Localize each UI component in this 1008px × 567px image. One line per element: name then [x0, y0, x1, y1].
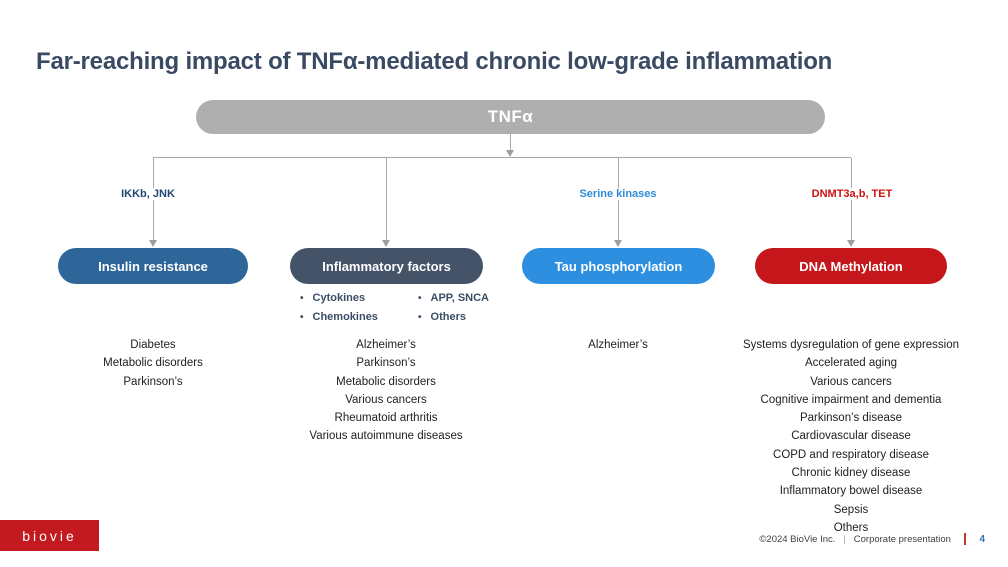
list-item: Accelerated aging — [804, 357, 898, 370]
biovie-logo-text: biovie — [22, 527, 77, 544]
branch2-connector-line — [386, 158, 387, 240]
list-item: Various cancers — [810, 375, 892, 388]
list-item: Diabetes — [130, 339, 176, 351]
list-item: Cytokines — [300, 289, 402, 308]
list-item: Parkinson’s — [356, 357, 416, 370]
branch3-arrowhead-icon — [614, 240, 622, 247]
outcomes-tau-phosphorylation: Alzheimer’s — [498, 336, 738, 354]
sub-bullet-column: APP, SNCAOthers — [418, 289, 489, 327]
list-item: COPD and respiratory disease — [773, 448, 929, 461]
inflammatory-factors-sub-bullets: CytokinesChemokines APP, SNCAOthers — [300, 289, 489, 327]
outcomes-dna-methylation: Systems dysregulation of gene expression… — [706, 336, 996, 537]
node-inflammatory-factors: Inflammatory factors — [290, 248, 483, 284]
list-item: Parkinson’s — [123, 375, 183, 388]
list-item: Others — [418, 308, 489, 327]
list-item: Chronic kidney disease — [791, 467, 911, 480]
list-item: Sepsis — [833, 503, 869, 516]
slide-title: Far-reaching impact of TNFα-mediated chr… — [36, 48, 833, 75]
list-item: Chemokines — [300, 308, 402, 327]
tnfa-node-label: TNFα — [487, 107, 534, 126]
node-tau-phosphorylation: Tau phosphorylation — [522, 248, 715, 284]
list-item: Cardiovascular disease — [791, 430, 911, 443]
pathway-label-serine-kinases: Serine kinases — [574, 188, 662, 200]
list-item: Inflammatory bowel disease — [779, 485, 923, 498]
footer-separator: | — [843, 534, 846, 544]
branch4-arrowhead-icon — [847, 240, 855, 247]
list-item: Cognitive impairment and dementia — [760, 393, 942, 406]
tnfa-node: TNFα — [196, 100, 825, 134]
footer: ©2024 BioVie Inc. | Corporate presentati… — [759, 533, 985, 545]
list-item: Others — [833, 521, 869, 534]
sub-bullet-column: CytokinesChemokines — [300, 289, 402, 327]
node-dna-methylation: DNA Methylation — [755, 248, 947, 284]
stem-connector-line — [510, 134, 511, 150]
node-tau-phosphorylation-label: Tau phosphorylation — [554, 258, 683, 274]
branch1-arrowhead-icon — [149, 240, 157, 247]
footer-presentation-label: Corporate presentation — [853, 533, 951, 545]
pathway-label-dnmt-tet: DNMT3a,b, TET — [806, 188, 898, 200]
footer-red-divider — [963, 533, 967, 545]
list-item: Systems dysregulation of gene expression — [742, 339, 960, 351]
node-dna-methylation-label: DNA Methylation — [799, 258, 903, 274]
list-item: APP, SNCA — [418, 289, 489, 308]
list-item: Rheumatoid arthritis — [334, 412, 438, 425]
list-item: Various autoimmune diseases — [309, 430, 463, 443]
footer-copyright: ©2024 BioVie Inc. — [759, 533, 836, 545]
node-insulin-resistance: Insulin resistance — [58, 248, 248, 284]
list-item: Metabolic disorders — [103, 357, 203, 370]
biovie-logo: biovie — [0, 520, 99, 551]
node-inflammatory-factors-label: Inflammatory factors — [322, 258, 451, 274]
horizontal-connector-line — [153, 157, 851, 158]
footer-page-number: 4 — [979, 533, 985, 545]
list-item: Various cancers — [345, 393, 427, 406]
pathway-label-ikkb-jnk: IKKb, JNK — [116, 188, 180, 200]
branch2-arrowhead-icon — [382, 240, 390, 247]
list-item: Metabolic disorders — [336, 375, 436, 388]
node-insulin-resistance-label: Insulin resistance — [98, 258, 208, 274]
stem-arrowhead-icon — [506, 150, 514, 157]
list-item: Alzheimer’s — [356, 339, 416, 351]
list-item: Alzheimer’s — [588, 339, 648, 351]
list-item: Parkinson’s disease — [799, 412, 903, 425]
